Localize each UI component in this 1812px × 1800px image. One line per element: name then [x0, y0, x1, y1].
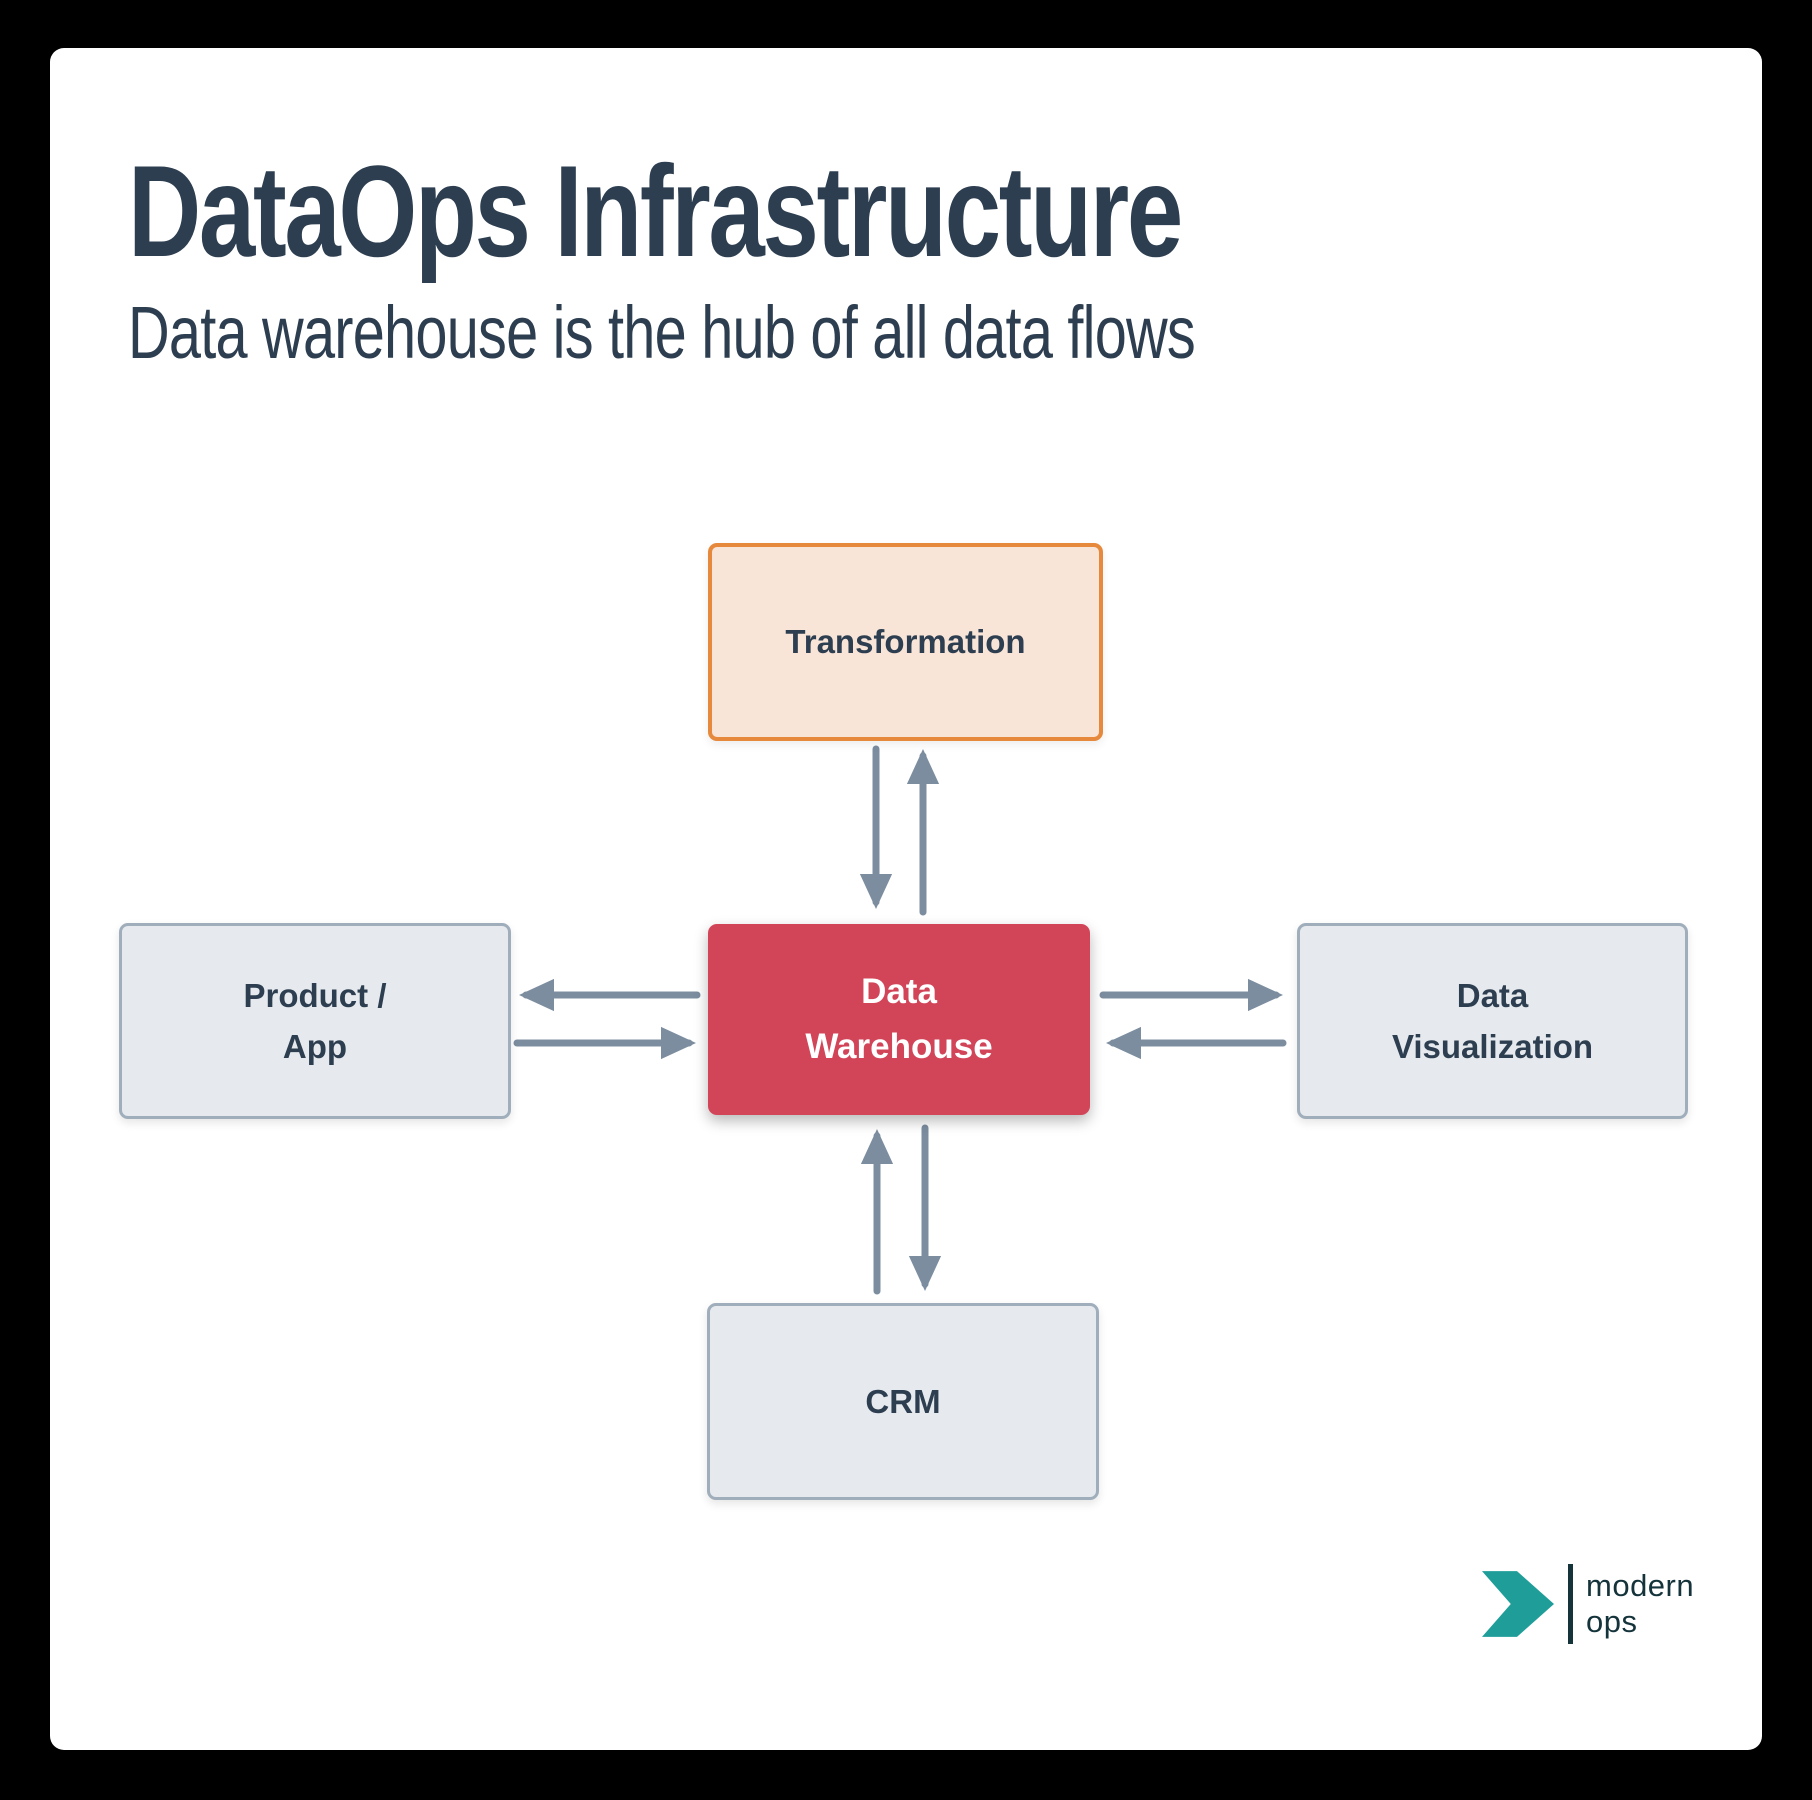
node-label: CRM — [865, 1382, 941, 1420]
node-label: App — [282, 1028, 348, 1065]
node-label: Product / — [243, 976, 387, 1014]
slide-canvas: DataOps Infrastructure Data warehouse is… — [50, 48, 1762, 1750]
chevron-right-icon — [1482, 1571, 1554, 1637]
node-label: Data — [1456, 976, 1529, 1014]
node-label: Visualization — [1391, 1028, 1594, 1065]
node-data-warehouse: Data Warehouse — [708, 924, 1090, 1115]
logo-word-modern: modern — [1586, 1568, 1695, 1604]
node-label: Warehouse — [805, 1026, 993, 1066]
logo-word-ops: ops — [1586, 1604, 1638, 1639]
page-title: DataOps Infrastructure — [128, 138, 1183, 284]
node-label: Data — [861, 972, 937, 1012]
node-transformation: Transformation — [708, 543, 1103, 741]
node-product-app: Product / App — [119, 923, 511, 1119]
logo-text: modern ops — [1586, 1568, 1694, 1640]
page-subtitle: Data warehouse is the hub of all data fl… — [128, 291, 1196, 374]
modernops-logo: modern ops — [1482, 1564, 1694, 1644]
node-label: Transformation — [785, 623, 1026, 661]
node-data-visualization: Data Visualization — [1297, 923, 1688, 1119]
node-crm: CRM — [707, 1303, 1099, 1500]
logo-divider — [1568, 1564, 1573, 1644]
